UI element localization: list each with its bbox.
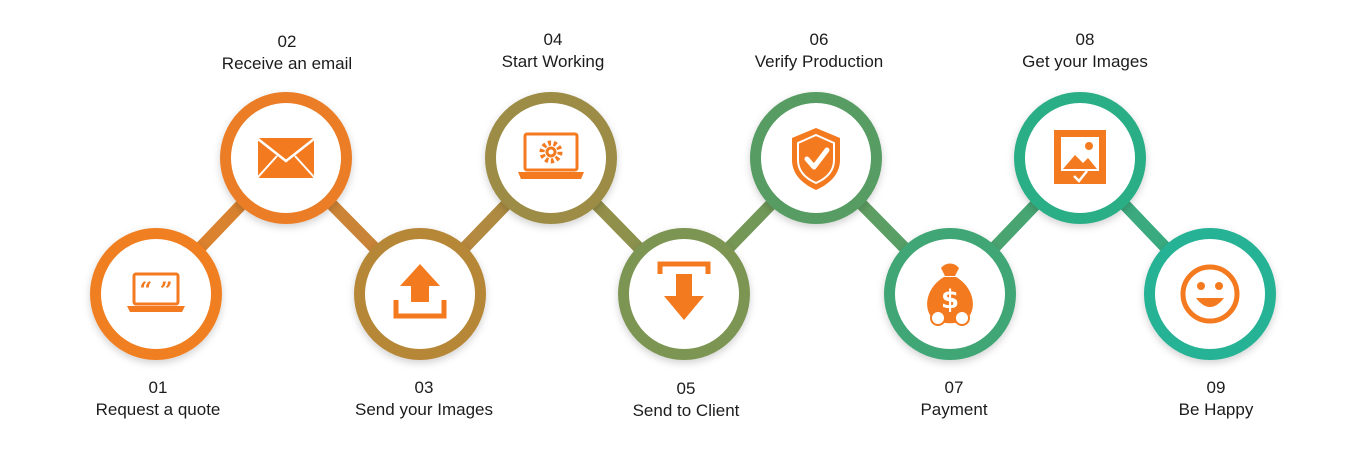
step-title: Request a quote [95,400,221,419]
step-title: Send your Images [355,400,493,419]
step-label-08: 08 Get your Images [965,29,1205,73]
step-number: 01 [148,378,168,397]
step-number: 04 [543,30,563,49]
step-number: 09 [1206,378,1226,397]
step-title: Send to Client [632,401,740,420]
step-label-05: 05 Send to Client [566,378,806,422]
laptop-quote-icon: “ ” [127,272,185,312]
step-ring [90,228,222,360]
step-node-05 [618,228,750,360]
step-node-08 [1014,92,1146,224]
step-node-01: “ ” [90,228,222,360]
step-title: Receive an email [221,54,353,73]
step-label-03: 03 Send your Images [304,377,544,421]
step-title: Payment [920,400,988,419]
step-node-06 [750,92,882,224]
step-title: Be Happy [1178,400,1254,419]
step-ring [485,92,617,224]
step-node-07: $ [884,228,1016,360]
laptop-gear-icon [518,132,584,179]
step-label-07: 07 Payment [834,377,1074,421]
step-node-04 [485,92,617,224]
upload-icon [393,264,447,319]
envelope-icon [257,138,315,178]
step-title: Start Working [501,52,605,71]
step-title: Verify Production [754,52,884,71]
image-check-icon [1054,130,1106,184]
step-number: 08 [1075,30,1095,49]
svg-text:“ ”: “ ” [140,278,173,304]
step-node-02 [220,92,352,224]
step-node-03 [354,228,486,360]
step-number: 06 [809,30,829,49]
step-label-04: 04 Start Working [433,29,673,73]
step-title: Get your Images [1022,52,1148,71]
step-number: 03 [414,378,434,397]
step-label-01: 01 Request a quote [38,377,278,421]
step-ring [1144,228,1276,360]
download-icon [657,261,711,320]
step-label-02: 02 Receive an email [167,31,407,75]
smiley-icon [1180,264,1240,324]
step-label-09: 09 Be Happy [1096,377,1336,421]
step-number: 02 [277,32,297,51]
step-nodes: “ ” $ [90,92,1276,360]
step-node-09 [1144,228,1276,360]
step-number: 07 [944,378,964,397]
shield-check-icon [792,128,840,190]
money-bag-icon: $ [927,263,973,326]
step-number: 05 [676,379,696,398]
svg-text:$: $ [941,285,959,315]
step-label-06: 06 Verify Production [699,29,939,73]
